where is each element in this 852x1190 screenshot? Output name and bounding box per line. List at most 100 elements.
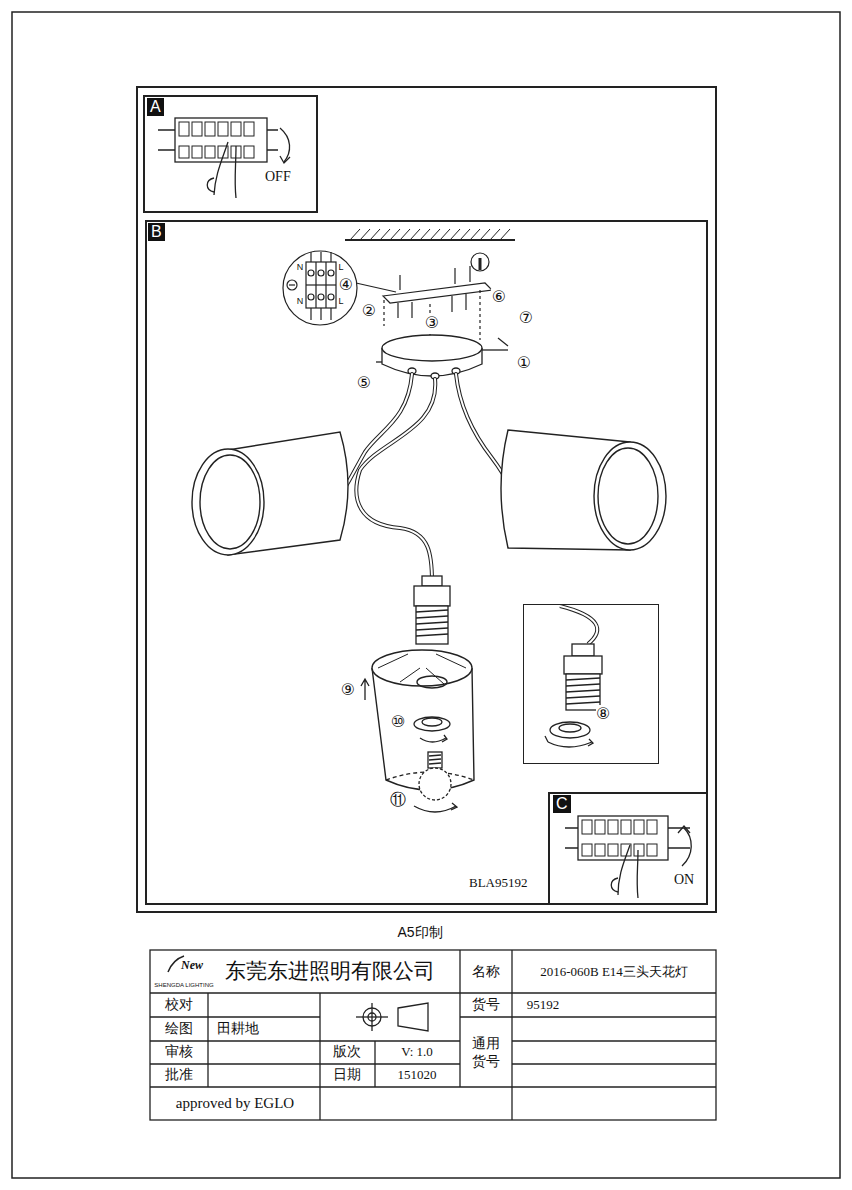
breaker-panel [207, 178, 214, 192]
breaker-panel [244, 122, 254, 136]
mounting-bracket [479, 290, 480, 340]
title-block [207, 993, 208, 1087]
motion-arrow [361, 679, 369, 700]
lamp-shade [200, 455, 260, 549]
title-block [150, 950, 716, 1120]
callout-number: ③ [424, 314, 440, 332]
inset-illustration [566, 678, 600, 704]
lamp-arm [346, 374, 508, 582]
mounting-bracket [454, 268, 455, 284]
terminal-magnifier [320, 308, 321, 320]
panel-letter: C [553, 795, 571, 813]
panel-ground [143, 95, 708, 905]
motion-arrow [361, 679, 369, 700]
panel-ground [548, 792, 708, 905]
step-panel: AOFF [143, 95, 318, 213]
mounting-bracket [479, 258, 482, 270]
breaker-panel [618, 845, 638, 898]
terminal-magnifier [289, 284, 295, 285]
terminal-magnifier [308, 270, 314, 276]
lamp-socket [414, 576, 450, 644]
table-cell: 日期 [332, 1067, 362, 1082]
inset-illustration [572, 644, 594, 656]
lamp-shade [192, 449, 264, 555]
breaker-panel [634, 820, 644, 834]
table-cell: 151020 [397, 1068, 438, 1082]
breaker-panel [565, 816, 691, 898]
light-bulb [429, 755, 441, 764]
inset-illustration [550, 722, 590, 738]
shade-ring [414, 717, 450, 742]
callout-number: ⑤ [356, 374, 372, 392]
breaker-panel [582, 820, 657, 856]
mounting-bracket [383, 300, 384, 326]
lamp-arm [456, 374, 508, 484]
terminal-magnifier [287, 280, 297, 290]
title-block [374, 1041, 375, 1087]
table-cell: 95192 [526, 998, 561, 1012]
terminal-magnifier [283, 251, 357, 325]
lamp-shade [417, 676, 447, 688]
breaker-panel [682, 828, 691, 866]
lamp-socket [414, 586, 450, 606]
table-cell: 版次 [332, 1044, 362, 1059]
breaker-panel [621, 820, 631, 834]
breaker-panel [179, 122, 254, 158]
terminal-letter: L [337, 297, 344, 307]
breaker-panel [179, 122, 189, 136]
main-frame [137, 87, 716, 912]
breaker-panel [231, 122, 241, 136]
main-frame [137, 87, 716, 912]
mounting-bracket [383, 283, 492, 303]
table-cell: 审核 [164, 1044, 194, 1059]
title-block [511, 950, 512, 1120]
table-cell: V: 1.0 [400, 1045, 434, 1059]
callout-number: ⑪ [389, 791, 407, 809]
terminal-magnifier [308, 294, 314, 300]
breaker-panel [214, 142, 236, 198]
page-border [12, 12, 840, 1178]
terminal-magnifier [306, 284, 336, 285]
light-bulb [428, 752, 442, 768]
lamp-arm [346, 374, 412, 486]
canopy [382, 335, 482, 361]
page-border [12, 12, 840, 1178]
lamp-shade [594, 442, 666, 550]
lamp-shade [598, 448, 658, 544]
mounting-bracket [411, 302, 412, 318]
breaker-panel [611, 878, 618, 892]
canopy [482, 349, 508, 350]
inset-illustration [545, 736, 548, 742]
mounting-bracket [451, 296, 452, 312]
ceiling [345, 229, 515, 240]
lamp-shade [372, 668, 474, 790]
mounting-bracket [356, 283, 396, 292]
title-block [319, 993, 320, 1120]
terminal-letter: N [296, 297, 305, 307]
callout-number: ② [361, 302, 377, 320]
step-panel: C ON [548, 792, 708, 905]
logo-text: New [180, 959, 204, 972]
callout-number: ① [516, 354, 532, 372]
callout-number: ⑦ [518, 309, 534, 327]
breaker-panel [218, 122, 228, 136]
projection-symbol [356, 1003, 428, 1031]
callout-number: ⑥ [491, 288, 507, 306]
table-cell: 校对 [164, 997, 194, 1012]
breaker-panel [595, 820, 605, 834]
table-cell: 通用 货号 [470, 1035, 503, 1070]
breaker-panel [205, 146, 215, 158]
lamp-socket [416, 606, 448, 644]
mounting-bracket [356, 253, 492, 340]
terminal-magnifier [318, 270, 324, 276]
title-block [150, 1086, 716, 1087]
table-cell: 2016-060B E14三头天花灯 [539, 965, 689, 979]
terminal-magnifier [328, 270, 334, 276]
terminal-magnifier [318, 294, 324, 300]
print-note: A5印制 [396, 925, 443, 940]
ceiling [350, 229, 510, 240]
panel-caption: ON [674, 872, 694, 887]
terminal-magnifier [320, 252, 321, 262]
breaker-panel [192, 122, 202, 136]
